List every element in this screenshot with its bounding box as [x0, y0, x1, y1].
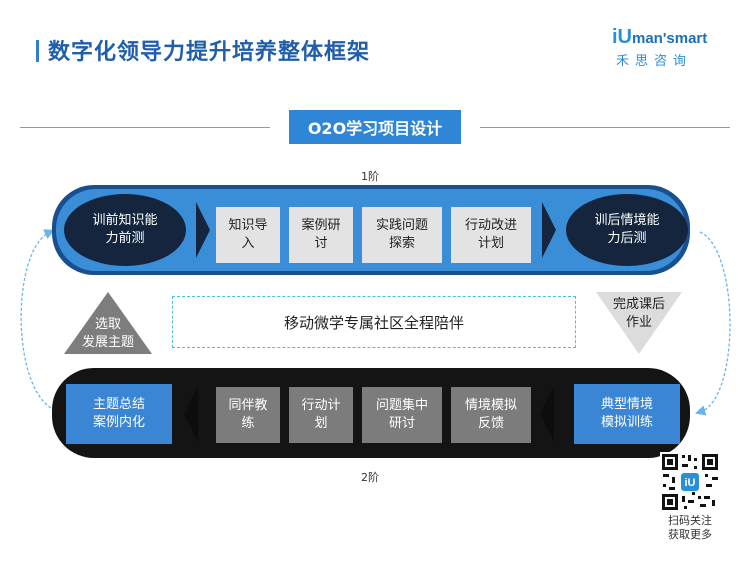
- qr-caption: 扫码关注 获取更多: [660, 514, 720, 542]
- banner-line-right: [480, 127, 730, 128]
- right-loop-arrow: [695, 231, 731, 416]
- logo-mark-prefix: iU: [612, 26, 632, 48]
- top-step-1-label: 知识导 入: [228, 218, 268, 251]
- stage-1-label: 1阶: [361, 170, 379, 183]
- bottom-step-4: 情境模拟 反馈: [451, 387, 531, 443]
- logo-mark: iUman'smart: [612, 26, 707, 49]
- community-box: 移动微学专属社区全程陪伴: [172, 296, 576, 348]
- left-triangle-label: 选取 发展主题: [62, 316, 154, 352]
- page-title: 数字化领导力提升培养整体框架: [48, 40, 371, 65]
- top-chevron-2: [542, 202, 556, 258]
- logo-subtitle: 禾思咨询: [616, 54, 693, 69]
- bottom-step-1-label: 同伴教 练: [228, 398, 268, 431]
- bottom-step-3-label: 问题集中 研讨: [375, 398, 428, 431]
- post-test-label: 训后情境能 力后测: [594, 213, 660, 246]
- logo-mark-rest: man'smart: [632, 30, 708, 47]
- bottom-chevron-1: [184, 386, 198, 442]
- pre-test-node: 训前知识能 力前测: [64, 194, 186, 266]
- top-step-3: 实践问题 探索: [362, 207, 442, 263]
- top-step-4: 行动改进 计划: [451, 207, 531, 263]
- qr-code-icon: iU: [660, 452, 720, 512]
- simulation-label: 典型情境 模拟训练: [600, 397, 653, 430]
- bottom-step-4-label: 情境模拟 反馈: [464, 398, 517, 431]
- right-triangle-text: 完成课后 作业: [612, 297, 665, 330]
- community-label: 移动微学专属社区全程陪伴: [283, 313, 464, 332]
- top-step-4-label: 行动改进 计划: [464, 218, 517, 251]
- qr-caption-text: 扫码关注 获取更多: [668, 514, 712, 541]
- bottom-step-1: 同伴教 练: [216, 387, 280, 443]
- simulation-node: 典型情境 模拟训练: [574, 384, 680, 444]
- post-test-node: 训后情境能 力后测: [566, 194, 688, 266]
- top-step-2-label: 案例研 讨: [301, 218, 341, 251]
- left-loop-arrow: [20, 229, 61, 413]
- summary-node: 主题总结 案例内化: [66, 384, 172, 444]
- top-step-2: 案例研 讨: [289, 207, 353, 263]
- o2o-banner: O2O学习项目设计: [289, 110, 461, 144]
- bottom-chevron-2: [540, 386, 554, 442]
- bottom-step-2: 行动计 划: [289, 387, 353, 443]
- banner-line-left: [20, 127, 270, 128]
- svg-text:iU: iU: [685, 477, 696, 489]
- top-chevron-1: [196, 202, 210, 258]
- top-step-3-label: 实践问题 探索: [375, 218, 428, 251]
- right-triangle-label: 完成课后 作业: [594, 296, 684, 332]
- brand-logo: iUman'smart 禾思咨询: [612, 26, 730, 69]
- title-accent-bar: [36, 40, 39, 62]
- pre-test-label: 训前知识能 力前测: [92, 213, 158, 246]
- summary-label: 主题总结 案例内化: [92, 397, 145, 430]
- bottom-step-2-label: 行动计 划: [301, 398, 341, 431]
- top-step-1: 知识导 入: [216, 207, 280, 263]
- bottom-step-3: 问题集中 研讨: [362, 387, 442, 443]
- right-down-triangle: [596, 292, 682, 354]
- left-up-triangle: [64, 292, 152, 354]
- left-triangle-text: 选取 发展主题: [81, 317, 134, 350]
- stage-2-label: 2阶: [361, 471, 379, 484]
